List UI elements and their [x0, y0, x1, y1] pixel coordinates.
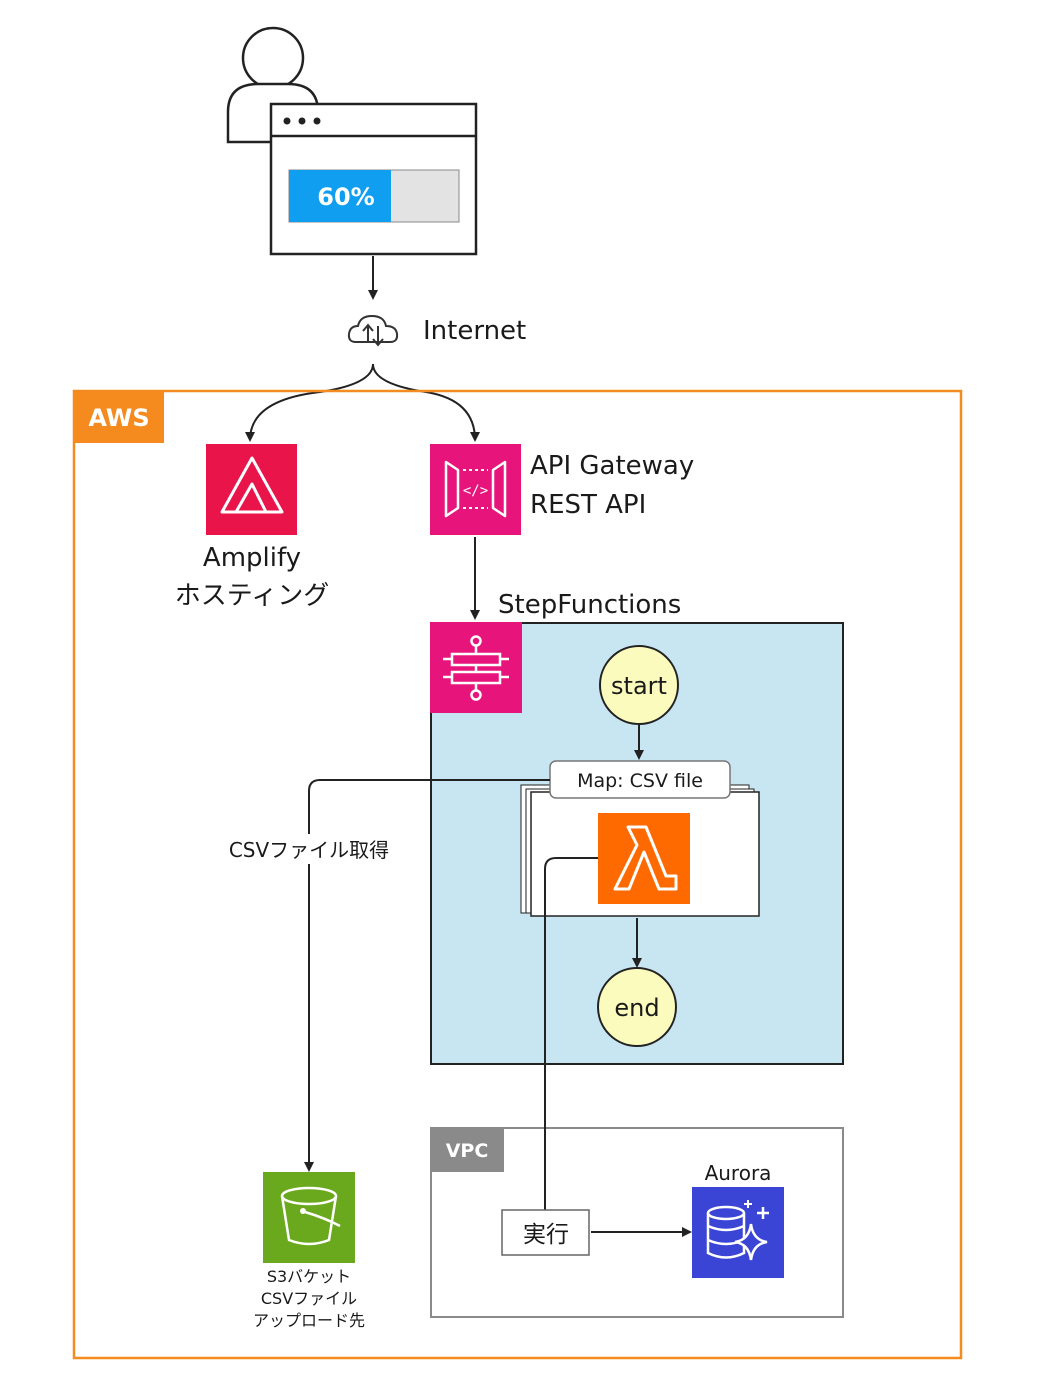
vpc-label-box — [431, 1128, 504, 1172]
apigw-label-1: API Gateway — [530, 451, 694, 481]
s3-label-3: アップロード先 — [253, 1311, 365, 1330]
exec-box — [501, 1209, 590, 1256]
progress-label: 60% — [317, 183, 374, 211]
api-gateway-icon: </> — [430, 444, 521, 535]
aws-label: AWS — [88, 404, 149, 432]
aurora-label: Aurora — [705, 1161, 772, 1185]
internet-label: Internet — [423, 316, 526, 346]
start-node — [599, 645, 679, 725]
cloud-icon — [347, 314, 399, 347]
end-node — [597, 967, 677, 1047]
svg-text:</>: </> — [463, 483, 488, 499]
stepfunctions-label: StepFunctions — [498, 590, 681, 620]
aws-group — [72, 389, 963, 1360]
amplify-icon — [206, 444, 297, 535]
exec-label: 実行 — [523, 1222, 569, 1248]
amplify-label-2: ホスティング — [175, 581, 329, 611]
apigw-label-2: REST API — [530, 490, 646, 520]
end-label: end — [614, 994, 659, 1022]
s3-bucket-icon — [263, 1172, 355, 1263]
aws-label-box — [74, 391, 164, 443]
map-label: Map: CSV file — [577, 770, 703, 792]
lambda-icon — [598, 813, 690, 904]
csv-get-label: CSVファイル取得 — [229, 838, 389, 862]
vpc-label: VPC — [446, 1140, 489, 1162]
progress-bar: 60% — [288, 169, 460, 223]
progress-fill — [289, 170, 391, 222]
amplify-label-1: Amplify — [203, 543, 301, 573]
vpc-group — [430, 1127, 844, 1318]
s3-label-2: CSVファイル — [261, 1289, 357, 1308]
s3-label-1: S3バケット — [267, 1267, 351, 1286]
step-functions-icon — [430, 622, 522, 713]
start-label: start — [611, 672, 667, 700]
aurora-icon — [692, 1187, 784, 1278]
